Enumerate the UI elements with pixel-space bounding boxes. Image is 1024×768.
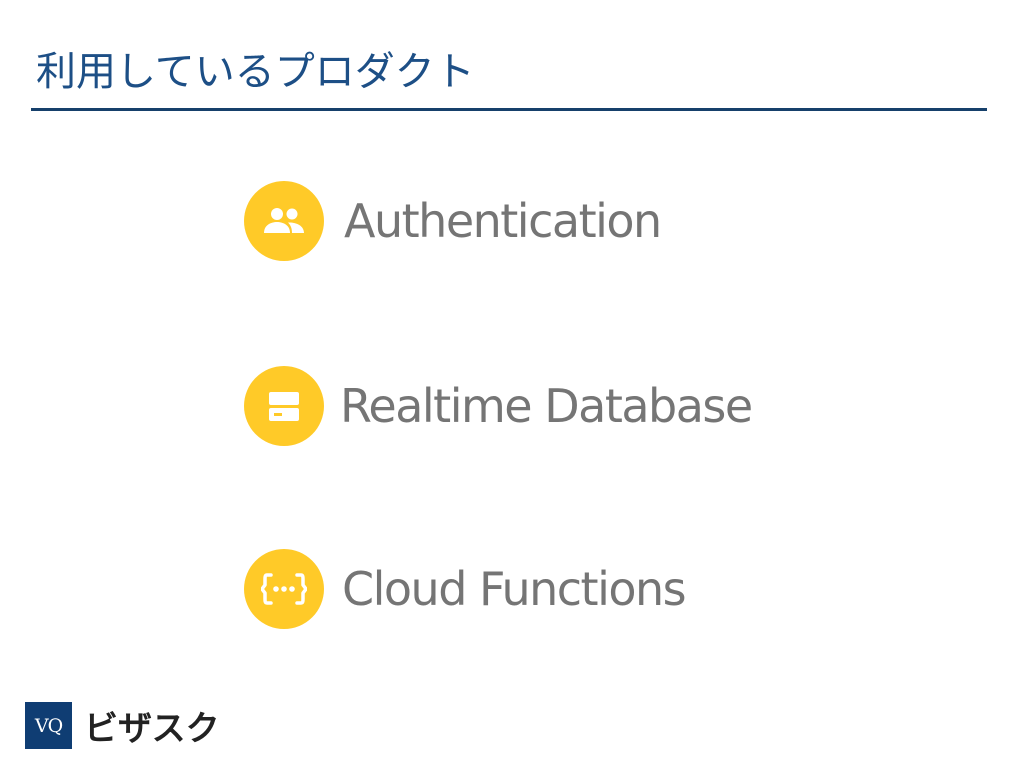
functions-icon <box>244 549 324 629</box>
users-icon <box>244 181 324 261</box>
database-icon <box>244 366 324 446</box>
product-label: Cloud Functions <box>342 562 687 616</box>
product-label: Authentication <box>344 194 662 248</box>
slide-title: 利用しているプロダクト <box>36 49 475 95</box>
logo-text: ビザスク <box>84 709 220 749</box>
product-realtime-database: Realtime Database <box>244 366 753 446</box>
logo-mark: VQ <box>25 702 72 749</box>
product-authentication: Authentication <box>244 181 662 261</box>
title-divider <box>31 108 987 111</box>
product-cloud-functions: Cloud Functions <box>244 549 687 629</box>
product-label: Realtime Database <box>340 379 753 433</box>
company-logo: VQ ビザスク <box>25 701 220 750</box>
